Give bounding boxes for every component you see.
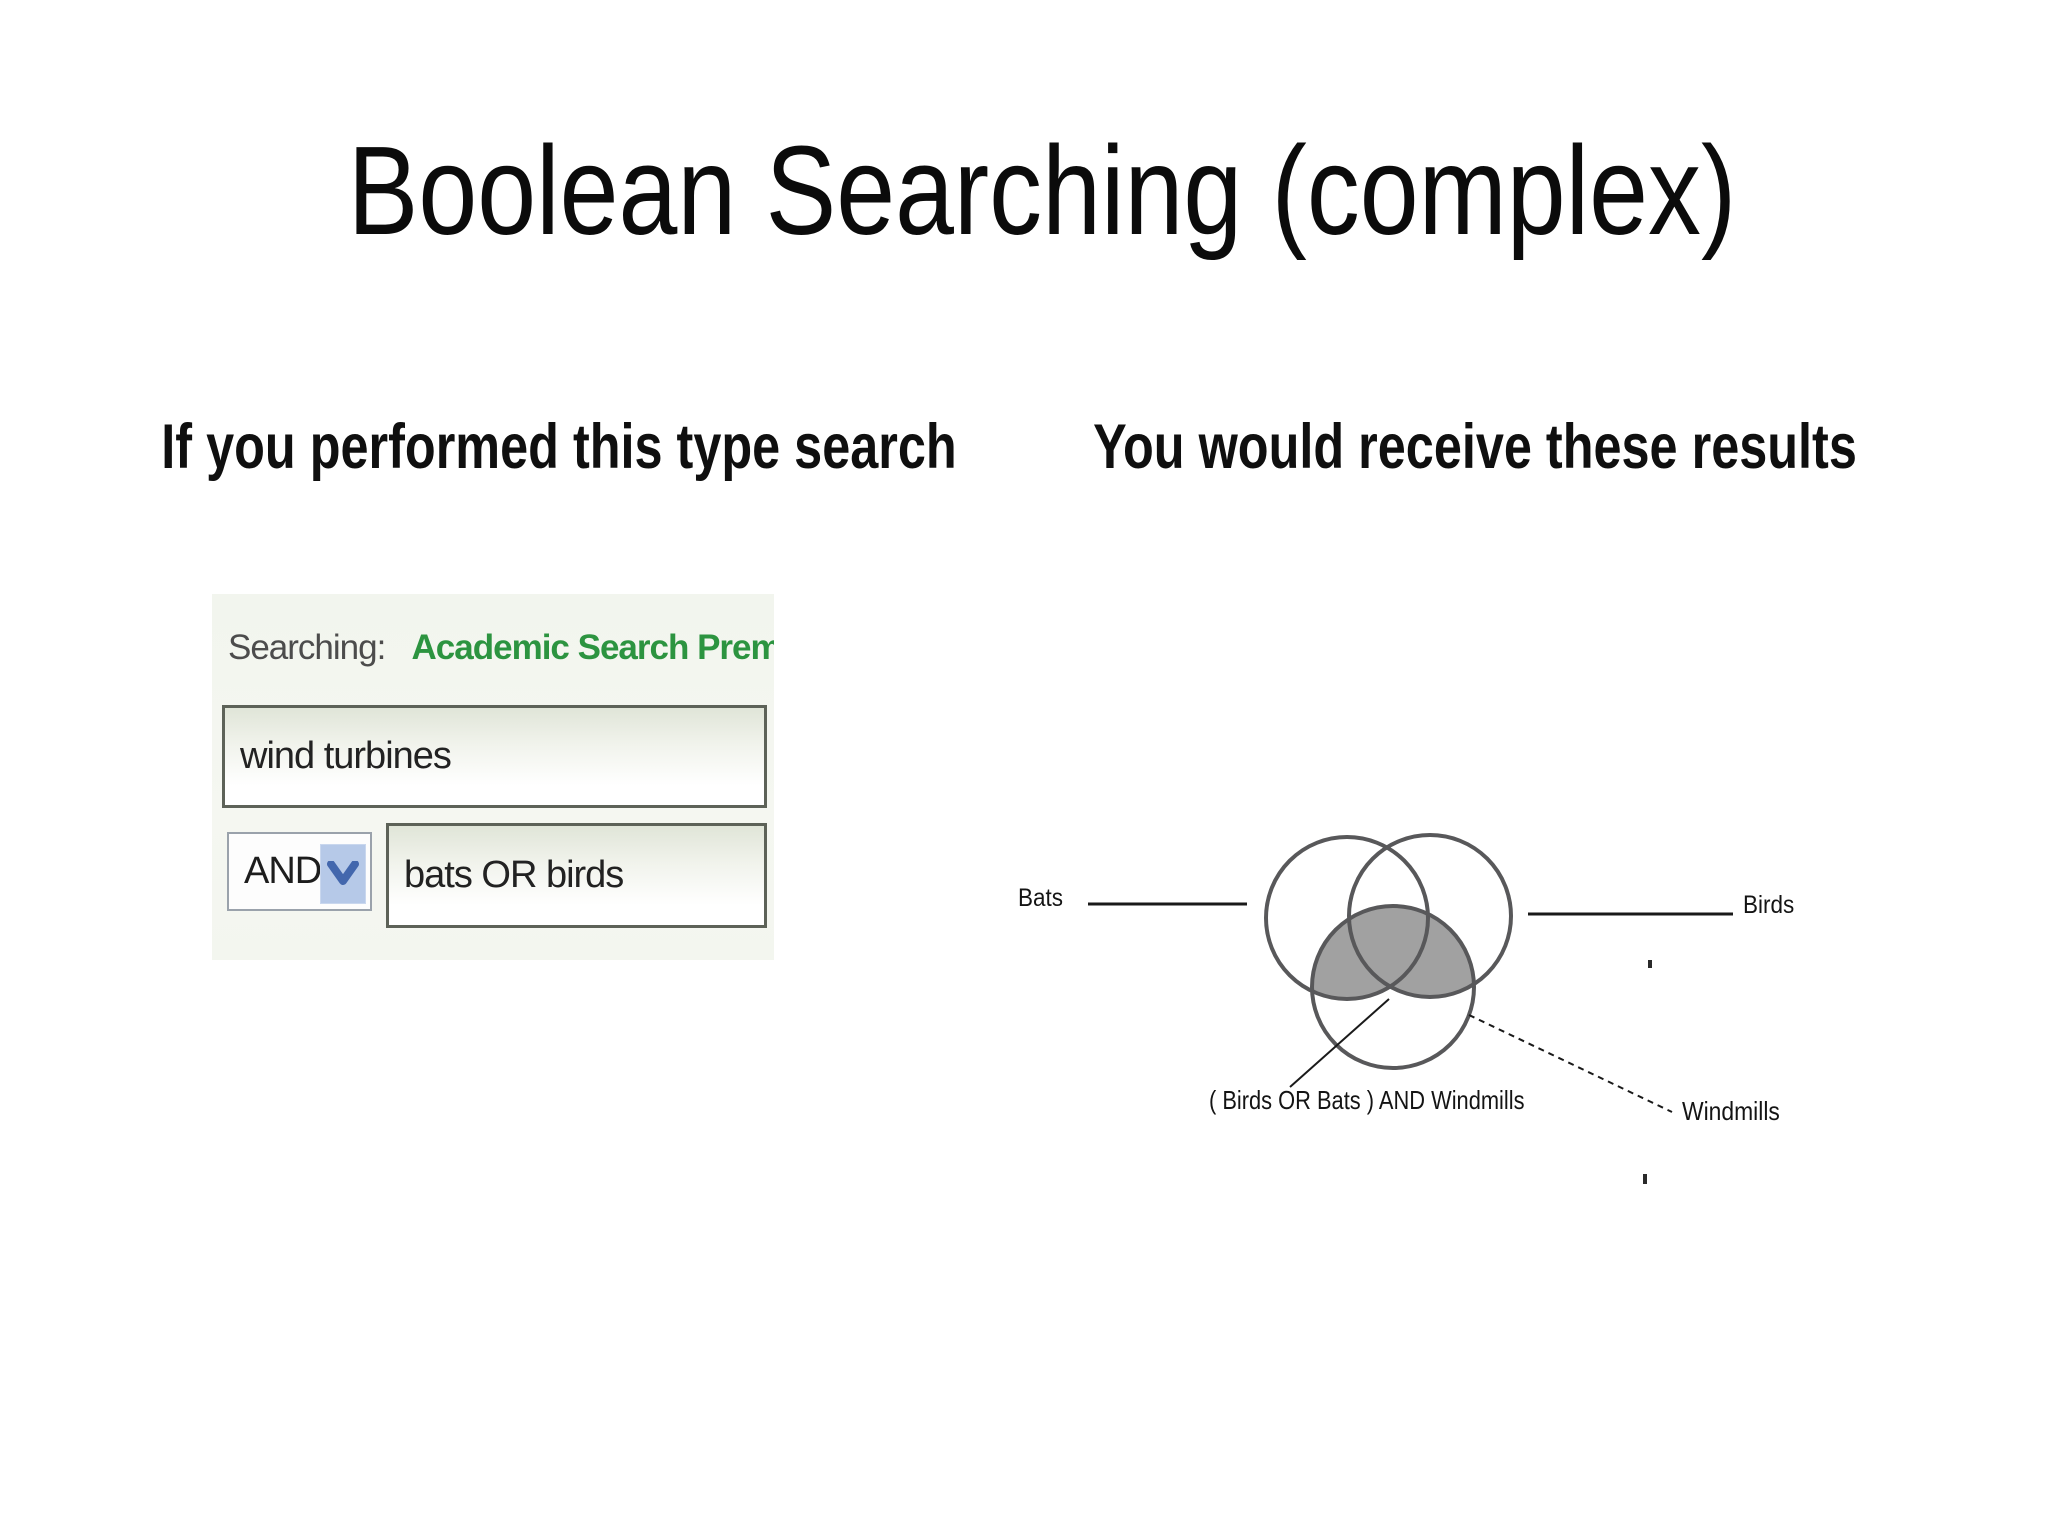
operator-value: AND bbox=[244, 850, 322, 892]
search-field-2[interactable] bbox=[386, 823, 767, 928]
stray-speck-2 bbox=[1643, 1174, 1647, 1184]
searching-label: Searching: bbox=[228, 628, 386, 667]
caption-leader-line bbox=[1289, 998, 1390, 1088]
chevron-down-icon[interactable] bbox=[320, 844, 366, 904]
venn-label-birds: Birds bbox=[1743, 891, 1795, 919]
database-name: Academic Search Prem bbox=[411, 628, 774, 667]
boolean-operator-dropdown[interactable]: AND bbox=[227, 832, 372, 911]
left-column-header: If you performed this type search bbox=[161, 412, 957, 482]
searching-line: Searching: Academic Search Prem bbox=[228, 628, 774, 668]
page-title: Boolean Searching (complex) bbox=[347, 120, 1737, 261]
search-field-1[interactable] bbox=[222, 705, 767, 808]
venn-caption: ( Birds OR Bats ) AND Windmills bbox=[1209, 1085, 1525, 1115]
venn-circle-windmills bbox=[1310, 904, 1476, 1070]
windmills-leader-line bbox=[1468, 1014, 1673, 1113]
venn-diagram bbox=[1088, 833, 1733, 1184]
database-search-screenshot: Searching: Academic Search Prem AND bbox=[212, 594, 774, 960]
stray-speck-1 bbox=[1648, 960, 1652, 968]
venn-circle-bats bbox=[1264, 835, 1430, 1001]
right-column-header: You would receive these results bbox=[1093, 412, 1857, 482]
venn-label-windmills: Windmills bbox=[1682, 1096, 1780, 1126]
venn-label-bats: Bats bbox=[1018, 884, 1064, 912]
venn-circle-birds bbox=[1347, 833, 1513, 999]
